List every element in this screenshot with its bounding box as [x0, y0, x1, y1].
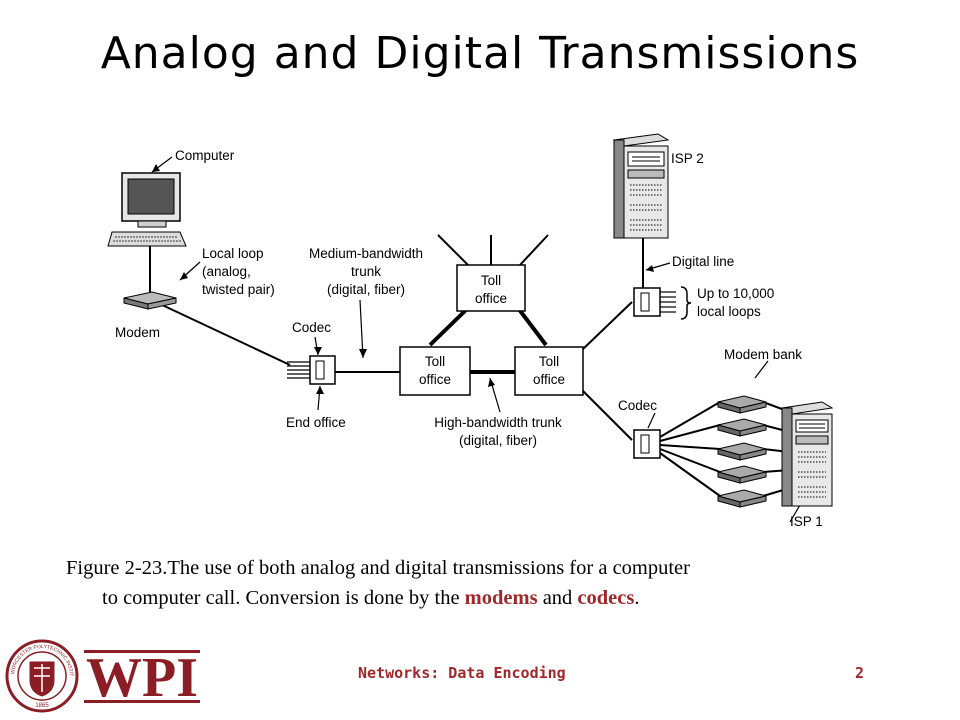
label-local-loop-3: twisted pair): [202, 282, 275, 297]
label-medium-trunk-3: (digital, fiber): [327, 282, 405, 297]
caption-line-1: Figure 2-23.The use of both analog and d…: [66, 557, 690, 579]
label-toll-left-1: Toll: [425, 354, 445, 369]
slide-title: Analog and Digital Transmissions: [100, 28, 860, 79]
codec-modem-bank-icon: [633, 429, 661, 459]
toll-link-left: [428, 306, 470, 347]
label-up-to-1: Up to 10,000: [697, 286, 774, 301]
label-digital-line: Digital line: [672, 254, 734, 269]
computer-icon: [107, 172, 187, 247]
label-toll-right-2: office: [533, 372, 565, 387]
label-codec-right: Codec: [618, 398, 657, 413]
toll-up-line-3: [519, 234, 549, 266]
label-modem-bank: Modem bank: [724, 347, 802, 362]
local-loop-line: [159, 303, 291, 366]
label-toll-right-1: Toll: [539, 354, 559, 369]
label-modem: Modem: [115, 325, 160, 340]
figure-caption: Figure 2-23.The use of both analog and d…: [66, 553, 906, 613]
codec-left-icon: [309, 355, 336, 385]
page-number: 2: [855, 664, 865, 682]
isp2-server-icon: [612, 133, 670, 239]
footer-text: Networks: Data Encoding: [358, 664, 566, 682]
label-codec-left: Codec: [292, 320, 331, 335]
brace-icon: [680, 286, 692, 320]
toll-office-top: [456, 264, 526, 312]
wpi-seal-icon: WORCESTER POLYTECHNIC INSTITUTE 1865: [4, 636, 79, 713]
label-local-loop-2: (analog,: [202, 264, 251, 279]
label-up-to-2: local loops: [697, 304, 761, 319]
isp1-server-icon: [780, 401, 834, 507]
label-toll-top-2: office: [475, 291, 507, 306]
label-isp1: ISP 1: [790, 514, 823, 529]
toll-to-bank-codec-line: [581, 389, 633, 441]
label-toll-left-2: office: [419, 372, 451, 387]
caption-line-2: to computer call. Conversion is done by …: [102, 587, 640, 609]
svg-text:1865: 1865: [35, 703, 49, 709]
codec-isp2-icon: [633, 287, 661, 317]
modem-bank-icon: [717, 395, 767, 508]
label-medium-trunk-2: trunk: [351, 264, 381, 279]
caption-codecs: codecs: [577, 587, 635, 609]
network-diagram: Computer Local loop (analog, twisted pai…: [107, 133, 834, 529]
label-computer: Computer: [175, 148, 235, 163]
modem-icon: [123, 291, 177, 310]
label-toll-top-1: Toll: [481, 273, 501, 288]
toll-link-right: [516, 306, 548, 347]
toll-up-line-1: [437, 234, 469, 266]
label-high-trunk-2: (digital, fiber): [459, 433, 537, 448]
label-end-office: End office: [286, 415, 346, 430]
label-isp2: ISP 2: [671, 151, 704, 166]
toll-office-right: [514, 346, 584, 396]
wpi-logo: WORCESTER POLYTECHNIC INSTITUTE 1865 WPI: [4, 636, 200, 713]
toll-office-left: [399, 346, 471, 396]
label-local-loop-1: Local loop: [202, 246, 264, 261]
toll-to-isp2-codec-line: [581, 301, 633, 351]
caption-modems: modems: [464, 587, 538, 609]
label-high-trunk-1: High-bandwidth trunk: [434, 415, 562, 430]
label-medium-trunk-1: Medium-bandwidth: [309, 246, 423, 261]
wpi-wordmark: WPI: [86, 647, 198, 709]
